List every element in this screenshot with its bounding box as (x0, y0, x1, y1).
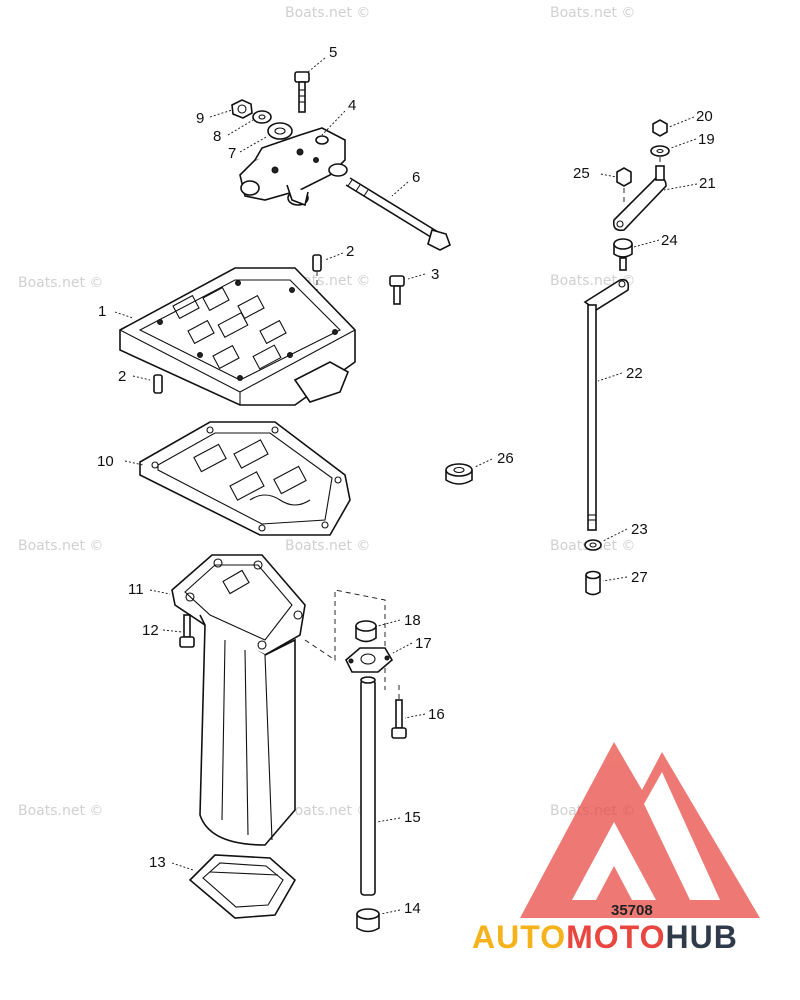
part-15-rod (360, 676, 376, 896)
watermark: Boats.net © (18, 803, 103, 819)
logo-mark (520, 742, 760, 918)
part-26-grommet (445, 463, 473, 485)
part-27-sleeve (585, 570, 601, 596)
callout-9: 9 (196, 110, 204, 127)
callout-8: 8 (213, 128, 221, 145)
part-6-long-bolt (345, 177, 451, 251)
callout-19: 19 (698, 131, 715, 148)
callout-22: 22 (626, 365, 643, 382)
watermarks: Boats.net © Boats.net © Boats.net © Boat… (18, 5, 635, 819)
callout-4: 4 (348, 97, 356, 114)
callout-2-lower: 2 (118, 368, 126, 385)
callout-23: 23 (631, 521, 648, 538)
callout-12: 12 (142, 622, 159, 639)
callout-labels: 1 2 2 3 4 5 6 7 8 9 10 11 12 13 14 15 16… (97, 44, 716, 917)
part-19-washer (650, 145, 670, 172)
callout-25: 25 (573, 165, 590, 182)
part-14-bushing (356, 908, 380, 933)
callout-21: 21 (699, 175, 716, 192)
brand-wordmark: AUTOMOTOHUB (472, 919, 738, 955)
callout-20: 20 (696, 108, 713, 125)
part-13-seal (188, 854, 297, 919)
part-12-bolt (179, 614, 195, 648)
part-10-gasket (139, 421, 351, 536)
callout-10: 10 (97, 453, 114, 470)
part-11-exhaust-tube (171, 554, 306, 846)
part-18-cap (355, 620, 377, 643)
part-1-adapter-plate (119, 267, 356, 406)
callout-26: 26 (497, 450, 514, 467)
figure-number: 35708 (611, 902, 653, 919)
part-7-washer (267, 122, 293, 140)
callout-6: 6 (412, 169, 420, 186)
callout-27: 27 (631, 569, 648, 586)
callout-14: 14 (404, 900, 421, 917)
callout-18: 18 (404, 612, 421, 629)
part-9-nut (231, 99, 253, 119)
part-16-bolt (391, 685, 407, 739)
watermark: Boats.net © (285, 538, 370, 554)
callout-3: 3 (431, 266, 439, 283)
callout-1: 1 (98, 303, 106, 320)
part-2-dowel-lower (153, 374, 163, 394)
part-23-ring (584, 539, 602, 551)
brand-logo: 35708 AUTOMOTOHUB (472, 742, 760, 955)
brand-part-moto: MOTO (566, 919, 665, 955)
watermark: Boats.net © (550, 5, 635, 21)
callout-13: 13 (149, 854, 166, 871)
part-3-bolt (389, 275, 405, 305)
part-17-bracket (345, 647, 394, 673)
callout-2-upper: 2 (346, 243, 354, 260)
callout-17: 17 (415, 635, 432, 652)
part-24-bushing (613, 238, 633, 271)
part-8-washer (252, 110, 272, 124)
callout-7: 7 (228, 145, 236, 162)
part-21-lever (612, 165, 667, 232)
leader-lines (114, 57, 698, 915)
callout-24: 24 (661, 232, 678, 249)
watermark: Boats.net © (18, 538, 103, 554)
watermark: Boats.net © (285, 5, 370, 21)
brand-part-auto: AUTO (472, 919, 566, 955)
part-22-shift-rod (583, 278, 630, 531)
callout-5: 5 (329, 44, 337, 61)
part-4-bracket (239, 127, 348, 207)
part-5-bolt (294, 71, 310, 113)
brand-part-hub: HUB (665, 919, 737, 955)
watermark: Boats.net © (285, 803, 370, 819)
callout-15: 15 (404, 809, 421, 826)
callout-11: 11 (128, 581, 144, 598)
part-20-nut (652, 119, 668, 137)
watermark: Boats.net © (18, 275, 103, 291)
part-25-nut (616, 167, 632, 205)
callout-16: 16 (428, 706, 445, 723)
